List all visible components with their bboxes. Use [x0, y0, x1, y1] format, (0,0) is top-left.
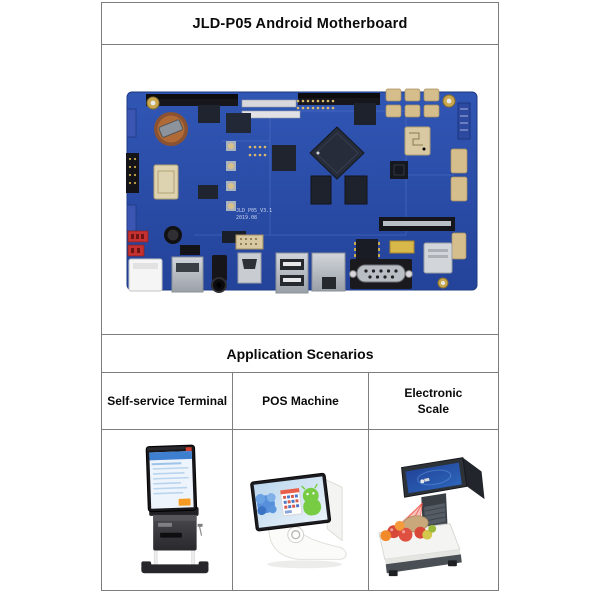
self-service-terminal-photo	[141, 444, 209, 573]
android-robot	[301, 483, 322, 515]
jumper-block	[180, 245, 200, 255]
pos-calendar-widget	[280, 487, 303, 516]
white-connector	[153, 164, 179, 200]
title-row: JLD-P05 Android Motherboard	[102, 3, 498, 44]
scenario-image-cell-electronic-scale	[367, 430, 498, 590]
dual-row-header	[126, 153, 139, 193]
pos-screen	[250, 472, 332, 531]
scenario-label: Electronic Scale	[404, 385, 463, 416]
pos-logo	[287, 525, 305, 543]
wifi-module	[404, 126, 431, 156]
scale-display-head	[400, 456, 467, 498]
scale-rear-display	[462, 457, 485, 499]
pin-header	[146, 94, 238, 106]
pos-stand	[268, 519, 347, 560]
silkscreen-date-text: 2019.08	[236, 215, 257, 221]
scale-base	[385, 553, 462, 573]
scenario-label-cell-electronic-scale: Electronic Scale	[367, 373, 498, 429]
pos-wallpaper-bloom	[255, 492, 277, 515]
edge-connector	[126, 108, 137, 138]
electronic-scale-photo	[377, 456, 485, 576]
product-sheet-table: JLD-P05 Android Motherboard	[101, 2, 499, 591]
scenario-labels-row: Self-service Terminal POS Machine Electr…	[102, 372, 498, 429]
edge-connector	[126, 204, 137, 232]
red-power-connectors	[127, 230, 149, 257]
fpc-connector	[241, 99, 297, 108]
scale-foot	[447, 559, 457, 566]
inductors	[226, 141, 236, 211]
kiosk-hook	[197, 523, 203, 527]
pos-machine-photo	[250, 472, 347, 568]
kiosk-screen-logo	[185, 446, 192, 451]
scenario-label-cell-pos-machine: POS Machine	[232, 373, 367, 429]
pos-shadow	[267, 559, 343, 568]
yellow-connector	[389, 240, 415, 254]
scenario-label: POS Machine	[262, 393, 339, 408]
scenario-label: Self-service Terminal	[107, 393, 228, 408]
kiosk-base	[141, 563, 209, 573]
mounting-holes	[146, 94, 456, 289]
scenario-label-cell-self-service-terminal: Self-service Terminal	[102, 373, 232, 429]
kiosk-screen-button	[178, 498, 191, 506]
wafer-connectors	[385, 88, 440, 118]
scale-foot	[388, 569, 398, 576]
usb-port-metal	[171, 256, 204, 293]
lvds-connector	[235, 234, 264, 250]
fruit-cluster	[380, 514, 436, 542]
db9-serial-port	[349, 259, 413, 289]
silkscreen-model-text: JLD_P05_V3.1	[236, 208, 272, 214]
right-edge-connectors	[450, 148, 468, 260]
scenarios-header: Application Scenarios	[226, 345, 374, 362]
kiosk-screen	[145, 444, 198, 512]
ram-chip	[344, 175, 368, 205]
board-row: JLD_P05_V3.1 2019.08	[102, 44, 498, 334]
qfn-chip	[390, 161, 408, 179]
smd-rows	[248, 99, 335, 157]
small-chips	[198, 103, 376, 243]
coin-battery	[154, 112, 188, 146]
scenario-image-cell-pos-machine	[232, 430, 367, 590]
cpu-chip	[309, 126, 365, 180]
page-title: JLD-P05 Android Motherboard	[192, 15, 408, 32]
scenario-image-cell-self-service-terminal	[102, 430, 232, 590]
ram-chip	[310, 175, 332, 205]
audio-jack	[212, 255, 227, 281]
scenario-images-row	[102, 429, 498, 590]
io-ports	[128, 234, 453, 294]
blue-edge-connector	[457, 102, 471, 140]
scenarios-header-row: Application Scenarios	[102, 334, 498, 372]
mini-pcie-slot	[379, 217, 455, 231]
motherboard-photo: JLD_P05_V3.1 2019.08	[126, 88, 478, 294]
kiosk-printer	[153, 514, 197, 551]
